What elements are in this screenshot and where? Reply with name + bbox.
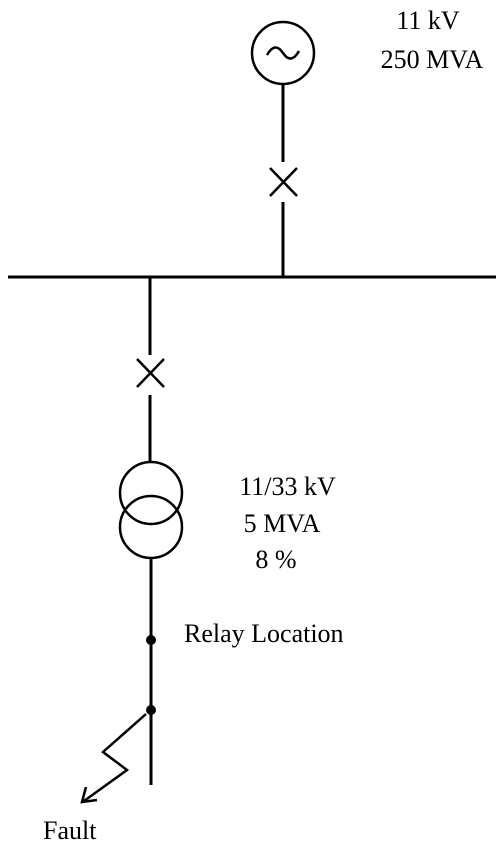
generator <box>250 20 316 86</box>
feeder-breaker <box>136 358 165 388</box>
sine-wave-icon <box>265 46 301 60</box>
transformer-rating-label: 5 MVA <box>243 509 321 538</box>
transformer-primary-winding <box>118 460 184 526</box>
breaker-stroke-2 <box>136 358 165 388</box>
transformer <box>118 460 184 560</box>
fault-label: Fault <box>43 816 97 845</box>
transformer-secondary-winding <box>118 494 184 560</box>
generator-voltage-label: 11 kV <box>396 6 460 35</box>
fault-zigzag <box>83 713 147 803</box>
generator-breaker <box>269 167 298 197</box>
fault-arrowhead <box>80 786 98 804</box>
fault-node <box>146 705 156 715</box>
relay-location-node <box>146 635 156 645</box>
fault-arrow-icon <box>80 713 147 804</box>
relay-location-label: Relay Location <box>184 619 344 648</box>
transformer-voltage-label: 11/33 kV <box>239 472 336 501</box>
transformer-impedance-label: 8 % <box>255 545 297 574</box>
breaker-stroke-2 <box>269 167 298 197</box>
generator-rating-label: 250 MVA <box>380 45 484 74</box>
